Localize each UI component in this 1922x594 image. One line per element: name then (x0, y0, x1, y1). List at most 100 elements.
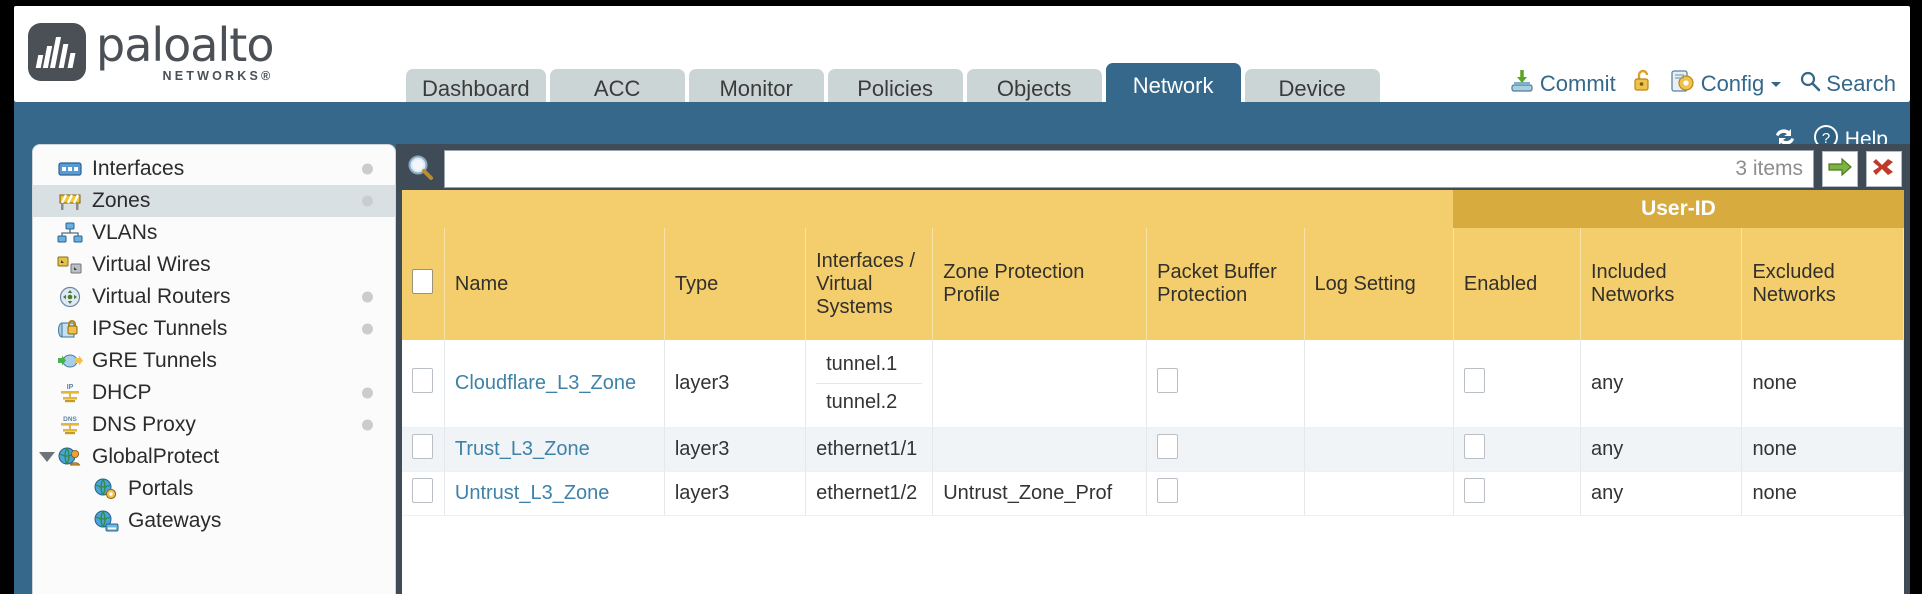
top-actions: Commit (1509, 68, 1896, 100)
zone-name-link[interactable]: Cloudflare_L3_Zone (454, 372, 637, 394)
sidebar-item-virtual-routers[interactable]: Virtual Routers (33, 281, 395, 313)
apply-filter-button[interactable] (1822, 151, 1858, 187)
config-menu-button[interactable]: Config (1670, 68, 1784, 100)
packet-buffer-protection-checkbox[interactable] (1157, 368, 1179, 393)
sidebar-item-zones[interactable]: Zones (33, 185, 395, 217)
sidebar-item-dns-proxy[interactable]: DNS DNS Proxy (33, 409, 395, 441)
column-header-packet-buffer-protection[interactable]: Packet Buffer Protection (1146, 228, 1305, 340)
zone-name-link[interactable]: Trust_L3_Zone (454, 438, 590, 460)
cell-packet-buffer-protection[interactable] (1146, 471, 1305, 516)
sidebar-status-dot (362, 419, 373, 431)
column-header-enabled[interactable]: Enabled (1453, 228, 1582, 340)
ipsec-tunnels-lock-icon (57, 318, 83, 340)
clear-filter-x-icon (1872, 156, 1896, 183)
brand-logo[interactable]: paloalto NETWORKS® (28, 22, 274, 83)
sidebar-item-gre-tunnels[interactable]: GRE Tunnels (33, 345, 395, 377)
sidebar-item-label: Virtual Wires (92, 253, 211, 276)
refresh-button[interactable] (1771, 125, 1799, 155)
cell-packet-buffer-protection[interactable] (1146, 427, 1305, 472)
column-header-included-networks[interactable]: Included Networks (1580, 228, 1743, 340)
commit-button[interactable]: Commit (1509, 68, 1616, 100)
cell-included-networks: any (1580, 340, 1743, 428)
sidebar-item-interfaces[interactable]: Interfaces (33, 153, 395, 185)
group-header-user-id: User-ID (1453, 190, 1904, 228)
interfaces-icon (57, 158, 83, 180)
lock-button[interactable] (1632, 68, 1654, 100)
select-all-checkbox[interactable] (412, 268, 433, 294)
table-group-header-row: User-ID (402, 190, 1904, 228)
sidebar-item-ipsec-tunnels[interactable]: IPSec Tunnels (33, 313, 395, 345)
cell-name[interactable]: Untrust_L3_Zone (444, 471, 665, 516)
column-header-zone-protection-profile[interactable]: Zone Protection Profile (932, 228, 1148, 340)
table-header-row: Name Type Interfaces / Virtual Systems Z… (402, 228, 1904, 340)
portals-globe-icon (93, 478, 119, 500)
network-sidebar: Interfaces Zones (32, 144, 396, 594)
cell-packet-buffer-protection[interactable] (1146, 340, 1305, 428)
cell-name[interactable]: Trust_L3_Zone (444, 427, 665, 472)
cell-interfaces: ethernet1/2 (805, 471, 934, 516)
sidebar-item-vlans[interactable]: VLANs (33, 217, 395, 249)
gre-tunnels-icon (57, 350, 83, 372)
config-wrench-icon (1670, 68, 1696, 100)
cell-log-setting (1304, 471, 1454, 516)
row-select-cell[interactable] (402, 427, 445, 472)
cell-zone-protection-profile (932, 427, 1148, 472)
row-select-cell[interactable] (402, 340, 445, 428)
tab-network[interactable]: Network (1105, 63, 1241, 109)
sidebar-item-gateways[interactable]: Gateways (33, 505, 395, 537)
sidebar-item-label: DNS Proxy (92, 413, 196, 436)
chevron-down-icon[interactable] (39, 452, 55, 462)
column-header-name[interactable]: Name (444, 228, 665, 340)
cell-zone-protection-profile: Untrust_Zone_Prof (932, 471, 1148, 516)
cell-type: layer3 (664, 471, 807, 516)
filter-input[interactable] (455, 157, 1726, 181)
table-row[interactable]: Untrust_L3_Zone layer3 ethernet1/2 Untru… (402, 471, 1904, 516)
column-header-log-setting[interactable]: Log Setting (1304, 228, 1454, 340)
zones-barrier-icon (57, 190, 83, 212)
sidebar-item-label: Virtual Routers (92, 285, 231, 308)
user-id-enabled-checkbox[interactable] (1463, 368, 1485, 393)
app-body: ? Help Interfaces (14, 102, 1910, 594)
sidebar-item-globalprotect[interactable]: GlobalProtect (33, 441, 395, 473)
sidebar-item-portals[interactable]: Portals (33, 473, 395, 505)
cell-enabled[interactable] (1453, 471, 1582, 516)
cell-name[interactable]: Cloudflare_L3_Zone (444, 340, 665, 428)
table-row[interactable]: Trust_L3_Zone layer3 ethernet1/1 any (402, 427, 1904, 472)
cell-log-setting (1304, 427, 1454, 472)
filter-input-wrapper[interactable]: 3 items (444, 150, 1814, 188)
cell-included-networks: any (1580, 427, 1743, 472)
clear-filter-button[interactable] (1866, 151, 1902, 187)
table-row[interactable]: Cloudflare_L3_Zone layer3 tunnel.1 tunne… (402, 340, 1904, 428)
sidebar-item-label: Zones (92, 189, 151, 212)
sidebar-item-dhcp[interactable]: IP DHCP (33, 377, 395, 409)
zones-panel: 3 items (396, 144, 1910, 594)
filter-search-icon[interactable] (404, 152, 438, 186)
commit-label: Commit (1539, 71, 1616, 96)
top-bar: paloalto NETWORKS® Dashboard ACC Monitor… (14, 6, 1910, 109)
group-header-blank (402, 190, 1454, 228)
select-all-header[interactable] (402, 228, 445, 340)
search-label: Search (1826, 71, 1896, 96)
user-id-enabled-checkbox[interactable] (1463, 478, 1485, 503)
sidebar-item-virtual-wires[interactable]: Virtual Wires (33, 249, 395, 281)
sidebar-status-dot (362, 323, 373, 335)
cell-excluded-networks: none (1741, 340, 1904, 428)
row-checkbox[interactable] (412, 368, 433, 393)
sidebar-item-label: Portals (128, 477, 194, 500)
sidebar-item-label: GlobalProtect (92, 445, 220, 468)
packet-buffer-protection-checkbox[interactable] (1157, 434, 1179, 459)
cell-excluded-networks: none (1741, 471, 1904, 516)
row-checkbox[interactable] (412, 478, 433, 503)
cell-enabled[interactable] (1453, 340, 1582, 428)
search-button[interactable]: Search (1799, 70, 1896, 98)
user-id-enabled-checkbox[interactable] (1463, 434, 1485, 459)
cell-included-networks: any (1580, 471, 1743, 516)
column-header-interfaces[interactable]: Interfaces / Virtual Systems (805, 228, 934, 340)
row-select-cell[interactable] (402, 471, 445, 516)
cell-enabled[interactable] (1453, 427, 1582, 472)
packet-buffer-protection-checkbox[interactable] (1157, 478, 1179, 503)
zone-name-link[interactable]: Untrust_L3_Zone (454, 482, 610, 504)
column-header-excluded-networks[interactable]: Excluded Networks (1741, 228, 1904, 340)
column-header-type[interactable]: Type (664, 228, 807, 340)
row-checkbox[interactable] (412, 434, 433, 459)
